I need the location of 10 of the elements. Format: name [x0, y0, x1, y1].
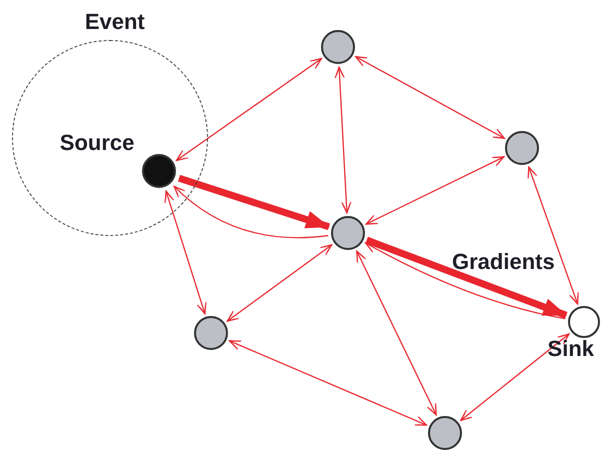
- annotation-label: Gradients: [452, 251, 555, 273]
- node-circle: [194, 316, 228, 350]
- node-circle: [505, 131, 539, 165]
- thick-arrow: [178, 174, 330, 230]
- node-label: Source: [60, 132, 134, 154]
- node-label: Event: [84, 11, 145, 33]
- node-label: Sink: [548, 338, 594, 360]
- node-circle: [321, 30, 355, 64]
- node-circle: [331, 216, 365, 250]
- node-circle: [428, 416, 462, 450]
